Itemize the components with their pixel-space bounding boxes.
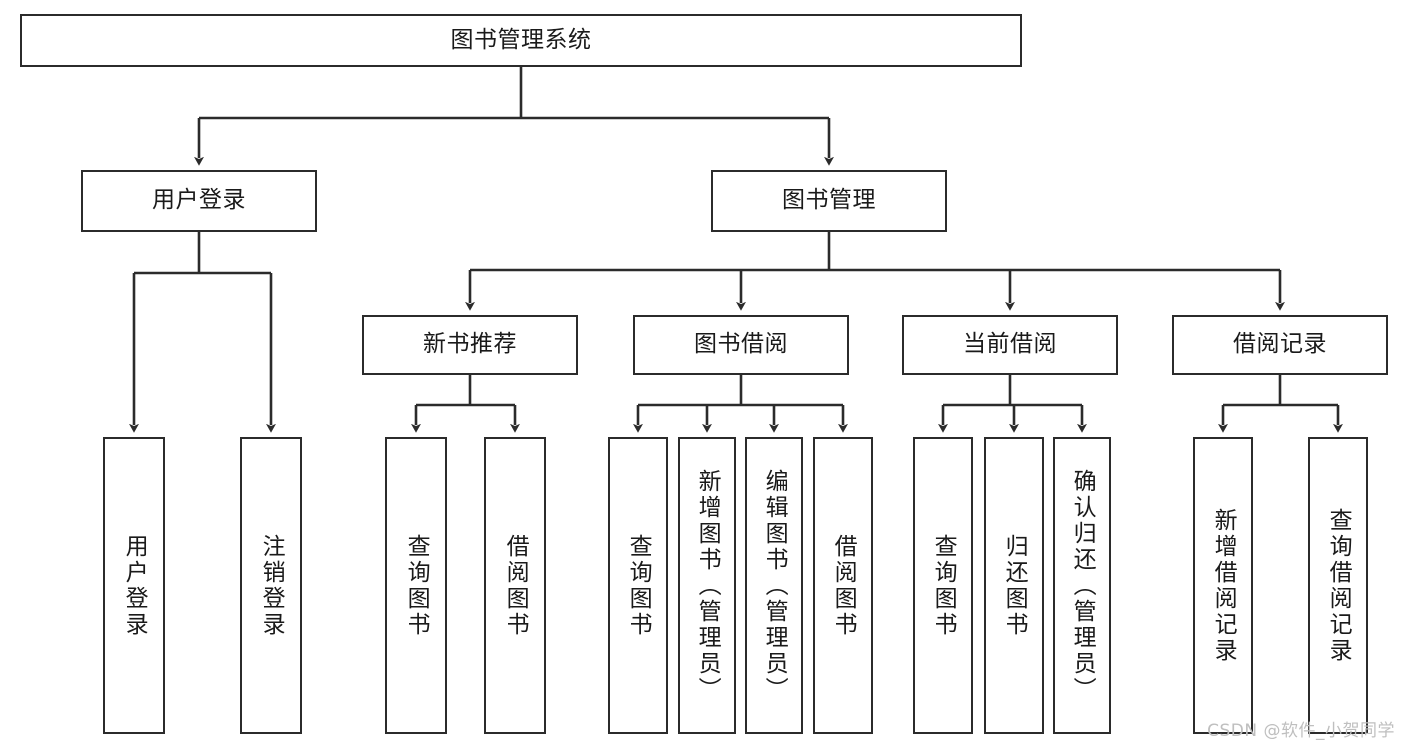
leaf-return-book-label: 归还图书 bbox=[1001, 533, 1028, 638]
leaf-query-borrow-record[interactable]: 查询借阅记录 bbox=[1308, 437, 1368, 734]
node-borrow-record[interactable]: 借阅记录 bbox=[1172, 315, 1388, 375]
leaf-confirm-return-label: 确认归还（管理员） bbox=[1069, 468, 1096, 703]
node-new-book-recommend[interactable]: 新书推荐 bbox=[362, 315, 578, 375]
leaf-query-book-current-label: 查询图书 bbox=[930, 533, 957, 638]
node-book-manage[interactable]: 图书管理 bbox=[711, 170, 947, 232]
leaf-query-book-current[interactable]: 查询图书 bbox=[913, 437, 973, 734]
csdn-watermark: CSDN @软件_小贺同学 bbox=[1207, 721, 1395, 741]
leaf-user-login-label: 用户登录 bbox=[121, 533, 148, 638]
node-borrow-record-label: 借阅记录 bbox=[1233, 331, 1327, 358]
leaf-query-book-borrow[interactable]: 查询图书 bbox=[608, 437, 668, 734]
node-new-book-recommend-label: 新书推荐 bbox=[423, 331, 517, 358]
node-current-borrow[interactable]: 当前借阅 bbox=[902, 315, 1118, 375]
node-user-login[interactable]: 用户登录 bbox=[81, 170, 317, 232]
leaf-borrow-book-recommend-label: 借阅图书 bbox=[502, 533, 529, 638]
node-root-label: 图书管理系统 bbox=[450, 26, 592, 53]
edges-recommend-to-leaves bbox=[411, 375, 520, 433]
leaf-confirm-return[interactable]: 确认归还（管理员） bbox=[1053, 437, 1111, 734]
leaf-borrow-book-label: 借阅图书 bbox=[830, 533, 857, 638]
leaf-borrow-book-recommend[interactable]: 借阅图书 bbox=[484, 437, 546, 734]
leaf-user-logout-label: 注销登录 bbox=[258, 533, 285, 638]
leaf-query-book-borrow-label: 查询图书 bbox=[625, 533, 652, 638]
node-book-borrow-label: 图书借阅 bbox=[694, 331, 788, 358]
leaf-borrow-book[interactable]: 借阅图书 bbox=[813, 437, 873, 734]
leaf-add-borrow-record[interactable]: 新增借阅记录 bbox=[1193, 437, 1253, 734]
node-book-manage-label: 图书管理 bbox=[782, 187, 876, 214]
leaf-return-book[interactable]: 归还图书 bbox=[984, 437, 1044, 734]
edges-userlogin-to-leaves bbox=[129, 232, 276, 433]
leaf-query-book-recommend-label: 查询图书 bbox=[403, 533, 430, 638]
leaf-user-login[interactable]: 用户登录 bbox=[103, 437, 165, 734]
edges-root-to-level2 bbox=[194, 67, 834, 166]
node-book-borrow[interactable]: 图书借阅 bbox=[633, 315, 849, 375]
leaf-add-book-label: 新增图书（管理员） bbox=[694, 468, 721, 703]
edges-bookmanage-to-level3 bbox=[465, 232, 1285, 311]
edges-bookborrow-to-leaves bbox=[633, 375, 848, 433]
leaf-edit-book[interactable]: 编辑图书（管理员） bbox=[745, 437, 803, 734]
node-user-login-label: 用户登录 bbox=[152, 187, 246, 214]
leaf-user-logout[interactable]: 注销登录 bbox=[240, 437, 302, 734]
leaf-add-borrow-record-label: 新增借阅记录 bbox=[1210, 507, 1237, 664]
leaf-add-book[interactable]: 新增图书（管理员） bbox=[678, 437, 736, 734]
node-current-borrow-label: 当前借阅 bbox=[963, 331, 1057, 358]
leaf-query-book-recommend[interactable]: 查询图书 bbox=[385, 437, 447, 734]
leaf-edit-book-label: 编辑图书（管理员） bbox=[761, 468, 788, 703]
edges-borrowrecord-to-leaves bbox=[1218, 375, 1343, 433]
leaf-query-borrow-record-label: 查询借阅记录 bbox=[1325, 507, 1352, 664]
node-root-system[interactable]: 图书管理系统 bbox=[20, 14, 1022, 67]
edges-currentborrow-to-leaves bbox=[938, 375, 1087, 433]
